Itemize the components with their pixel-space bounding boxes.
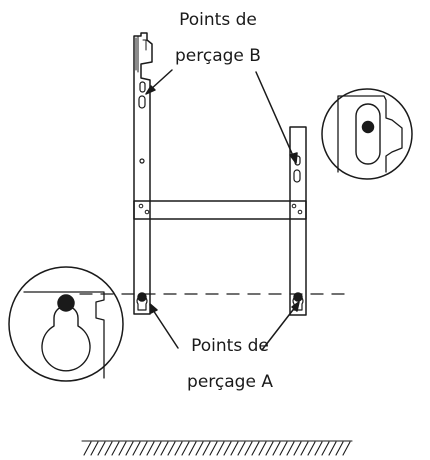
- detail-zoom-keyhole-a: [8, 266, 124, 382]
- label-drill-points-b-line1: Points de: [179, 10, 257, 30]
- arrow-to-drill-point-a-left: [149, 303, 179, 349]
- label-drill-points-a-line2: perçage A: [187, 372, 273, 392]
- arrow-to-drill-point-b-left: [145, 69, 173, 95]
- floor-hatching: [81, 440, 353, 456]
- left-rail: [133, 32, 153, 315]
- keyhole-slot-right: [292, 292, 304, 311]
- right-rail: [289, 126, 307, 316]
- crossbar: [133, 200, 307, 220]
- arrow-to-drill-point-b-right: [255, 71, 298, 164]
- label-drill-points-b-line2: perçage B: [175, 46, 261, 66]
- keyhole-slot-left: [136, 292, 148, 311]
- detail-zoom-slot-b: [321, 88, 413, 180]
- label-drill-points-a-line1: Points de: [191, 336, 269, 356]
- arrow-to-drill-point-a-right: [261, 301, 300, 351]
